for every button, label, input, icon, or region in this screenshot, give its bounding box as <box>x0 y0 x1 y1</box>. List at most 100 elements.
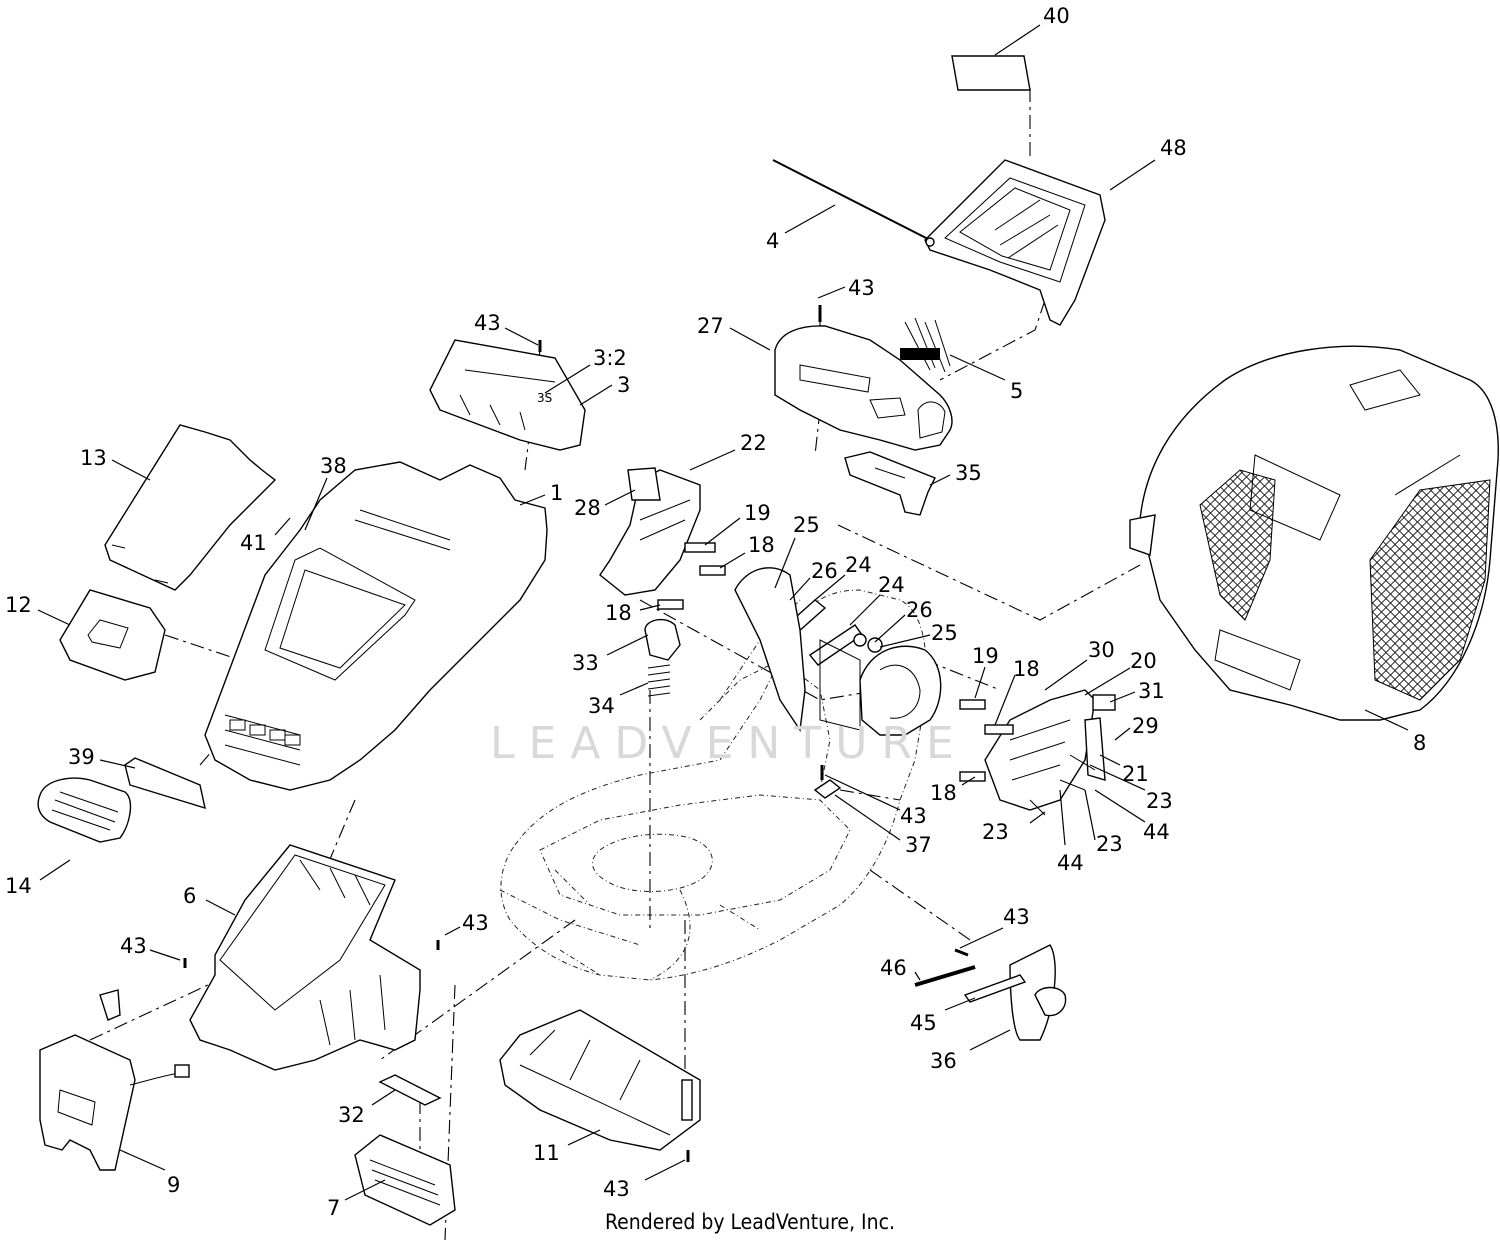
svg-text:19: 19 <box>972 644 999 668</box>
callout-3: 3 <box>579 373 630 406</box>
callout-21: 21 <box>1099 754 1149 786</box>
callout-28: 28 <box>574 489 636 520</box>
svg-text:24: 24 <box>845 553 872 577</box>
callout-6: 6 <box>183 884 236 916</box>
callout-18d: 18 <box>930 776 976 805</box>
svg-text:23: 23 <box>982 820 1009 844</box>
callout-25a: 25 <box>774 513 820 589</box>
svg-text:23: 23 <box>1096 832 1123 856</box>
svg-text:43: 43 <box>848 276 875 300</box>
callout-26b: 26 <box>874 598 933 643</box>
callout-24a: 24 <box>814 553 872 601</box>
svg-text:27: 27 <box>697 314 724 338</box>
callout-43f: 43 <box>959 905 1030 949</box>
callout-24b: 24 <box>849 573 905 626</box>
part-48-bag-frame <box>924 159 1106 326</box>
callout-1: 1 <box>519 481 563 506</box>
callout-38: 38 <box>304 454 347 531</box>
part-22-left-bracket <box>599 467 701 596</box>
callout-27: 27 <box>697 314 771 351</box>
part-39-insert <box>124 757 206 810</box>
callout-37: 37 <box>834 794 932 857</box>
svg-text:3: 3 <box>617 373 630 397</box>
svg-text:12: 12 <box>5 593 32 617</box>
part-45-strip <box>963 974 1027 1003</box>
svg-text:43: 43 <box>474 311 501 335</box>
callout-4: 4 <box>766 204 836 253</box>
part-27-handle-housing <box>774 325 953 451</box>
svg-text:18: 18 <box>748 533 775 557</box>
svg-text:33: 33 <box>572 651 599 675</box>
callout-43c: 43 <box>824 774 927 828</box>
callout-45: 45 <box>910 997 976 1035</box>
callout-40: 40 <box>994 4 1070 56</box>
svg-text:38: 38 <box>320 454 347 478</box>
callout-30: 30 <box>1044 638 1115 691</box>
part-36-wheel <box>1009 944 1067 1041</box>
svg-text:48: 48 <box>1160 136 1187 160</box>
footer-credit: Rendered by LeadVenture, Inc. <box>605 1210 895 1234</box>
svg-text:44: 44 <box>1057 851 1084 875</box>
svg-text:34: 34 <box>588 694 615 718</box>
svg-text:29: 29 <box>1132 714 1159 738</box>
callout-31: 31 <box>1109 679 1165 703</box>
callout-18a: 18 <box>719 533 775 569</box>
callout-39: 39 <box>68 745 136 769</box>
part-46-pin <box>914 965 976 987</box>
callout-33: 33 <box>572 634 649 675</box>
svg-text:18: 18 <box>930 781 957 805</box>
callout-23c: 23 <box>1084 789 1123 856</box>
callout-46: 46 <box>880 956 921 981</box>
callout-34: 34 <box>588 682 649 718</box>
callout-23b: 23 <box>982 811 1046 844</box>
svg-text:11: 11 <box>533 1141 560 1165</box>
svg-text:43: 43 <box>1003 905 1030 929</box>
svg-text:18: 18 <box>605 601 632 625</box>
svg-text:44: 44 <box>1143 820 1170 844</box>
callout-44b: 44 <box>1057 789 1084 875</box>
svg-text:43: 43 <box>120 934 147 958</box>
callout-43b: 43 <box>474 311 539 346</box>
svg-text:31: 31 <box>1138 679 1165 703</box>
callout-26a: 26 <box>789 559 838 601</box>
svg-text:43: 43 <box>603 1177 630 1201</box>
part-6-lower-housing <box>189 844 421 1071</box>
callout-19a: 19 <box>704 501 771 546</box>
svg-text:41: 41 <box>240 531 267 555</box>
callout-14: 14 <box>5 859 71 898</box>
part-7-control-board <box>354 1134 456 1226</box>
svg-text:8: 8 <box>1413 731 1426 755</box>
svg-text:3:2: 3:2 <box>593 346 627 370</box>
part-32-strip <box>378 1074 442 1106</box>
svg-text:46: 46 <box>880 956 907 980</box>
svg-text:36: 36 <box>930 1049 957 1073</box>
svg-text:26: 26 <box>811 559 838 583</box>
screws <box>183 305 969 1162</box>
part-8-grass-bag <box>1129 345 1499 721</box>
callout-36: 36 <box>930 1029 1011 1073</box>
svg-text:13: 13 <box>80 446 107 470</box>
svg-text:7: 7 <box>327 1196 340 1220</box>
part-9-battery-cover <box>39 989 190 1171</box>
part-40-label-decal <box>951 55 1031 91</box>
callout-32: 32 <box>338 1089 396 1127</box>
part-37-clip <box>813 779 842 799</box>
svg-text:45: 45 <box>910 1011 937 1035</box>
svg-text:43: 43 <box>462 911 489 935</box>
callout-18b: 18 <box>605 601 661 625</box>
svg-text:39: 39 <box>68 745 95 769</box>
part-11-base-tray <box>499 1009 701 1151</box>
callout-43a: 43 <box>817 276 875 300</box>
callout-3-2: 3:2 <box>544 346 627 394</box>
central-frame <box>734 567 942 736</box>
pins-left <box>657 542 726 610</box>
svg-text:1: 1 <box>550 481 563 505</box>
svg-text:20: 20 <box>1130 649 1157 673</box>
callout-22: 22 <box>689 431 767 471</box>
svg-text:35: 35 <box>955 461 982 485</box>
callout-43e: 43 <box>120 934 181 961</box>
svg-text:19: 19 <box>744 501 771 525</box>
part-13-cover-plate <box>104 424 277 591</box>
callout-13: 13 <box>80 446 151 481</box>
